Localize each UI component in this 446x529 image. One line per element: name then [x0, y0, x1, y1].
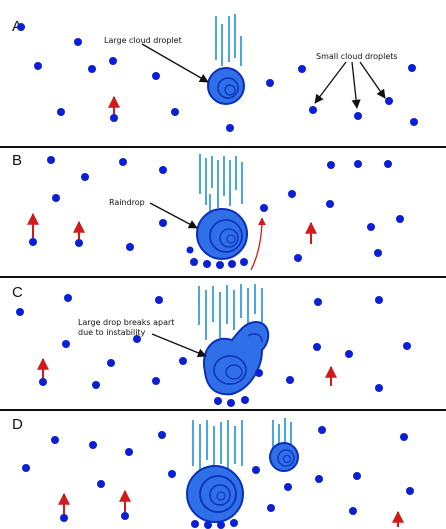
panel-divider-ab — [0, 146, 446, 148]
panel-c-label: C — [12, 284, 23, 301]
fall-streaks-d — [192, 418, 292, 474]
collected-droplets-b — [186, 246, 248, 269]
capture-path-arrow-icon — [250, 217, 266, 271]
fall-streaks-a — [215, 14, 242, 66]
pointer-arrow-icon — [149, 202, 198, 229]
breaks-apart-label-line2: due to instability — [78, 328, 146, 337]
fall-streaks-b — [199, 154, 243, 214]
panel-d-drawing — [22, 418, 414, 529]
pointer-arrow-icon — [314, 61, 347, 104]
panel-c-drawing — [16, 284, 411, 407]
pointer-arrow-icon — [351, 61, 361, 109]
large-raindrop-icon — [186, 465, 244, 523]
pointer-arrow-icon — [151, 333, 207, 358]
panel-divider-cd — [0, 409, 446, 411]
small-droplets-b — [29, 156, 404, 262]
panel-a-drawing — [17, 14, 418, 132]
small-raindrop-icon — [269, 442, 299, 472]
pointer-arrow-icon — [359, 61, 386, 99]
breaking-drop-icon — [202, 320, 270, 396]
panel-divider-bc — [0, 276, 446, 278]
raindrop-icon — [196, 208, 248, 260]
panel-b-drawing — [27, 154, 404, 271]
collected-droplets-d — [191, 519, 238, 529]
small-droplets-a — [17, 23, 418, 132]
fall-streaks-c — [198, 284, 263, 340]
breaks-apart-label-line1: Large drop breaks apart — [78, 318, 175, 327]
small-droplets-d — [22, 426, 414, 522]
panel-a-label: A — [12, 18, 23, 35]
raindrop-label: Raindrop — [109, 198, 145, 207]
small-cloud-droplets-label: Small cloud droplets — [316, 52, 398, 61]
panel-d-label: D — [12, 416, 23, 433]
large-cloud-droplet-icon — [207, 67, 245, 105]
pointer-arrow-icon — [141, 43, 209, 83]
small-droplets-c — [16, 294, 411, 392]
panel-b-label: B — [12, 152, 23, 169]
collected-droplets-c — [214, 369, 263, 407]
large-cloud-droplet-label: Large cloud droplet — [104, 36, 182, 45]
